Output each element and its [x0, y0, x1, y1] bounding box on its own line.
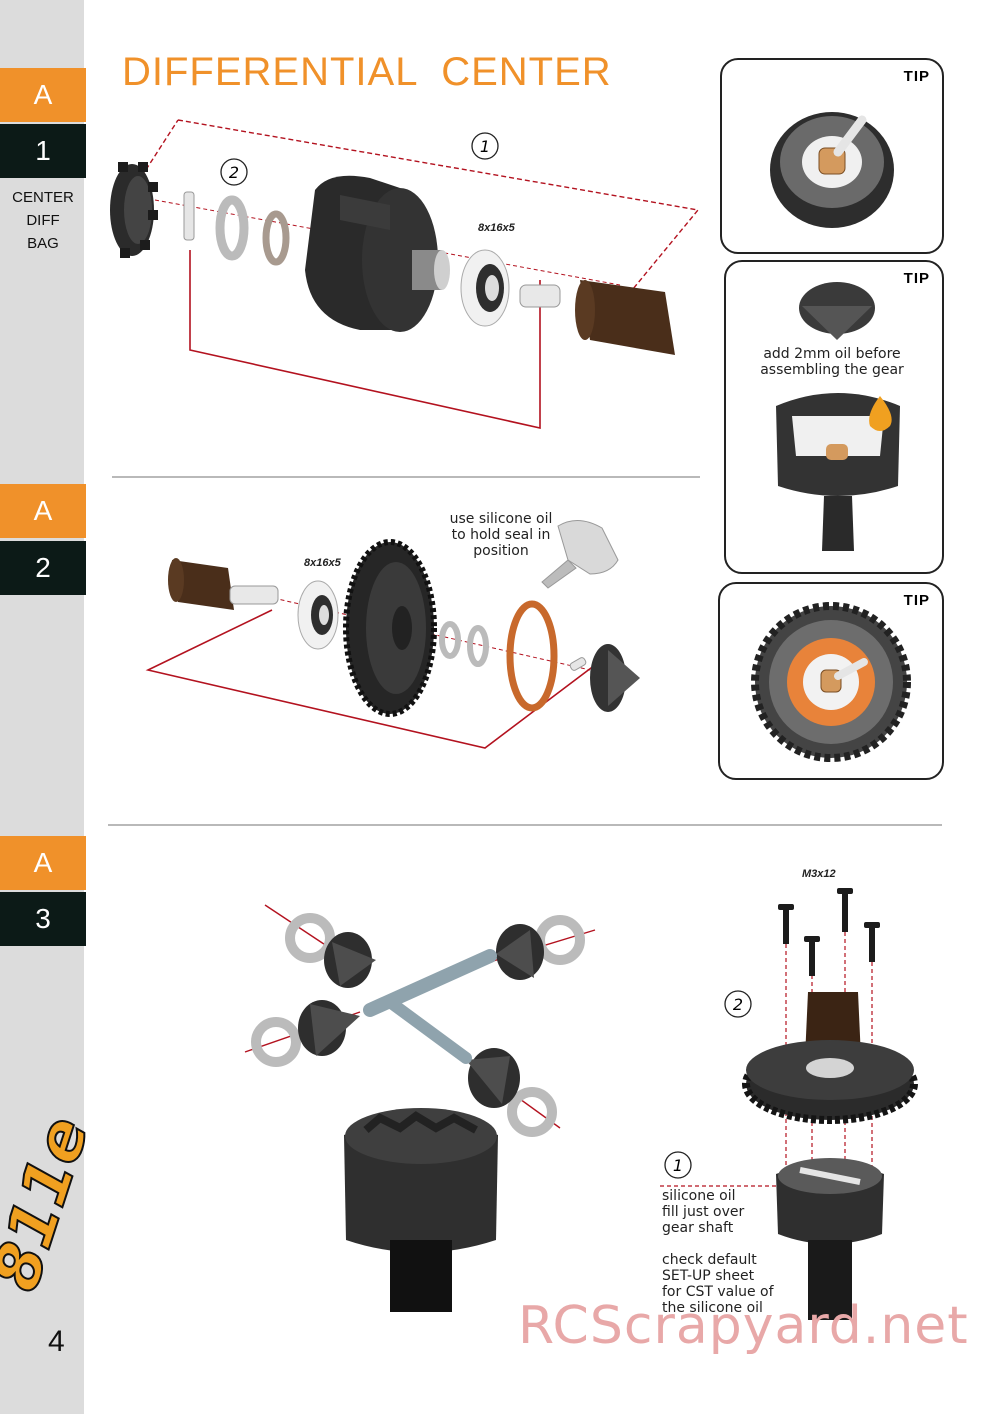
- ball-bearing: [460, 249, 510, 327]
- washer: [251, 1017, 301, 1067]
- callout-2-circle: [724, 990, 752, 1018]
- note-line: SET-UP sheet: [662, 1268, 755, 1284]
- tip2-case-illustration: [776, 393, 900, 551]
- screws: [778, 888, 880, 976]
- step-a3-letter: A: [0, 836, 86, 890]
- note-line: use silicone oil: [449, 511, 553, 527]
- callout-1: 1: [673, 1156, 683, 1175]
- callout-1-circle: [664, 1151, 692, 1179]
- step2-exploded-diagram: 8x16x5: [145, 520, 640, 749]
- callout-2: 2: [733, 995, 743, 1014]
- bearing-spec: 8x16x5: [478, 222, 516, 234]
- tip3-gear-illustration: [751, 602, 911, 762]
- bevel-gear: [466, 1048, 520, 1108]
- bevel-gear: [496, 924, 544, 980]
- bevel-gear: [324, 932, 376, 988]
- cross-pin: [569, 657, 587, 671]
- o-ring: [467, 625, 489, 667]
- tip-box-2: TIP add 2mm oil before assembling the ge…: [724, 260, 944, 574]
- outdrive-cup: [519, 280, 675, 355]
- tip-label: TIP: [903, 270, 930, 287]
- section-divider: [112, 476, 700, 478]
- note-line: for CST value of: [662, 1284, 774, 1300]
- diff-case: [776, 1158, 884, 1320]
- bevel-gear: [590, 644, 640, 712]
- tip-box-1: TIP: [720, 58, 944, 254]
- cross-shaft: [384, 996, 472, 1064]
- brand-logo: 811e: [0, 1107, 105, 1300]
- note-line: to hold seal in: [451, 527, 551, 543]
- spur-gear: [742, 1040, 918, 1124]
- diff-case: [344, 1108, 498, 1312]
- step3-note-oil: silicone oil fill just over gear shaft: [662, 1188, 744, 1236]
- tip-label: TIP: [903, 592, 930, 609]
- note-line: add 2mm oil before: [763, 346, 901, 362]
- diff-case: [305, 175, 450, 332]
- step3-final-assembly-diagram: 2 1: [660, 888, 918, 1320]
- washer: [285, 913, 335, 963]
- sidebar: [0, 0, 84, 1414]
- callout-1: 1: [480, 137, 490, 156]
- step-a2-letter: A: [0, 484, 86, 538]
- spur-gear: [343, 539, 437, 717]
- page-number: 4: [48, 1325, 65, 1358]
- gasket: [506, 600, 558, 712]
- bevel-gear: [298, 1000, 360, 1056]
- logo-text: 811e: [0, 1108, 104, 1299]
- screw-spec: M3x12: [802, 868, 836, 880]
- tip-label: TIP: [903, 68, 930, 85]
- step3-gear-assembly-diagram: [244, 904, 596, 1312]
- bag-label-line: CENTER: [12, 189, 74, 206]
- bag-label-line: BAG: [27, 235, 59, 252]
- tip2-note: add 2mm oil before assembling the gear: [726, 346, 938, 378]
- washer: [215, 195, 249, 261]
- bevel-gear: [110, 162, 158, 258]
- washer: [439, 621, 461, 659]
- step1-exploded-diagram: 8x16x5 1 2: [110, 119, 700, 429]
- step2-note: use silicone oil to hold seal in positio…: [446, 511, 556, 559]
- tip2-bevel-gear: [799, 282, 875, 340]
- callout-1-circle: [471, 132, 499, 160]
- cross-pin: [183, 191, 195, 241]
- ball-bearing: [297, 580, 339, 650]
- step-a1-letter: A: [0, 68, 86, 122]
- o-ring: [262, 210, 290, 266]
- outdrive-cup: [168, 558, 279, 610]
- tip1-case-illustration: [770, 112, 894, 228]
- callout-2: 2: [229, 163, 239, 182]
- note-line: silicone oil: [662, 1188, 736, 1204]
- note-line: assembling the gear: [760, 362, 904, 378]
- note-line: gear shaft: [662, 1220, 734, 1236]
- bag-label-line: DIFF: [26, 212, 60, 229]
- note-line: check default: [662, 1252, 757, 1268]
- step-a1-number: 1: [0, 124, 86, 178]
- washer: [507, 1087, 557, 1137]
- step3-note-setup: check default SET-UP sheet for CST value…: [662, 1252, 774, 1316]
- step-a2-number: 2: [0, 541, 86, 595]
- silicone-oil-bottle: [541, 520, 619, 589]
- page-title: DIFFERENTIAL CENTER: [122, 50, 612, 94]
- step-a3-number: 3: [0, 892, 86, 946]
- bearing-spec: 8x16x5: [304, 557, 342, 569]
- tip-box-3: TIP: [718, 582, 944, 780]
- watermark: RCScrapyard.net: [518, 1296, 969, 1356]
- note-line: the silicone oil: [662, 1300, 763, 1316]
- bag-label: CENTER DIFF BAG: [0, 186, 86, 255]
- note-line: fill just over: [662, 1204, 745, 1220]
- note-line: position: [473, 543, 529, 559]
- section-divider: [108, 824, 942, 826]
- callout-2-circle: [220, 158, 248, 186]
